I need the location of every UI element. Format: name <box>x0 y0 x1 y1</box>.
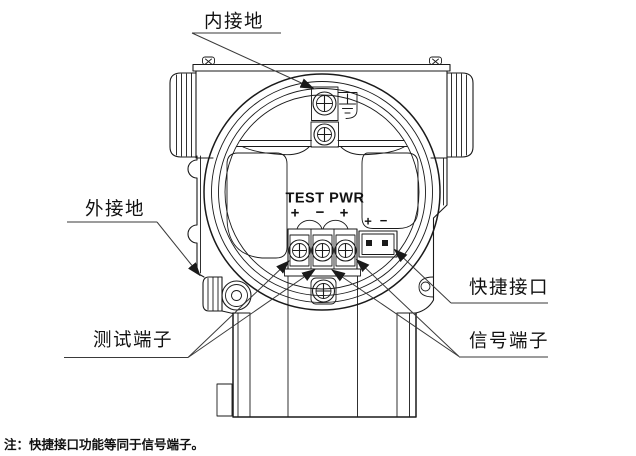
flange-screw-left <box>202 56 215 65</box>
callout-labels: 内接地 外接地 测试端子 快捷接口 信号端子 <box>85 11 549 352</box>
leader-external-ground <box>67 221 201 277</box>
housing-right-edge <box>415 157 448 314</box>
external-ground-lug <box>202 276 234 314</box>
common-minus-mark: − <box>316 204 325 221</box>
flange-screw-right <box>429 56 442 65</box>
label-external-ground: 外接地 <box>85 198 145 219</box>
external-ground-bolt <box>221 280 252 311</box>
cover-lock-screw <box>310 277 337 305</box>
internal-ground-screw <box>312 91 337 116</box>
terminal-heading: TEST PWR <box>286 191 365 207</box>
label-test-terminals: 测试端子 <box>93 329 173 350</box>
terminal-screw-test-plus <box>288 239 311 262</box>
jumper-wires <box>296 219 349 230</box>
terminal-block: TEST PWR + − + <box>284 191 365 277</box>
terminal-screw-common-minus <box>311 239 334 262</box>
label-quick-port: 快捷接口 <box>469 277 549 298</box>
left-conduit-cap <box>169 72 197 158</box>
footnote-text: 注：快捷接口功能等同于信号端子。 <box>4 437 204 452</box>
pwr-plus-mark: + <box>340 205 349 222</box>
right-conduit-cap <box>446 72 474 158</box>
name-plate <box>216 383 233 417</box>
leader-test-terminals <box>64 260 316 358</box>
terminal-screw-pwr-plus <box>334 239 357 262</box>
label-internal-ground: 内接地 <box>204 11 264 32</box>
housing-top-flange <box>192 56 451 72</box>
leader-quick-port <box>393 248 548 304</box>
test-plus-mark: + <box>291 205 300 222</box>
transmitter-housing <box>169 56 474 418</box>
housing-left-edge <box>187 155 205 278</box>
quick-port-minus-mark: − <box>380 213 388 228</box>
quick-port-pin-minus <box>382 240 388 246</box>
label-signal-terminals: 信号端子 <box>469 330 549 351</box>
compartment-openings <box>226 152 419 259</box>
internal-ground-assembly <box>236 86 408 156</box>
cover-bracket-screw <box>313 123 336 146</box>
callout-leaders <box>64 32 548 358</box>
quick-port-plus-mark: + <box>364 214 372 229</box>
quick-port-connector: + − <box>358 213 398 258</box>
leader-internal-ground <box>191 32 315 89</box>
quick-port-pin-plus <box>366 240 372 246</box>
housing-neck <box>216 275 417 418</box>
cover-opening-threads <box>203 73 441 311</box>
leader-signal-terminals <box>331 258 548 358</box>
ground-symbol-icon <box>337 92 358 119</box>
